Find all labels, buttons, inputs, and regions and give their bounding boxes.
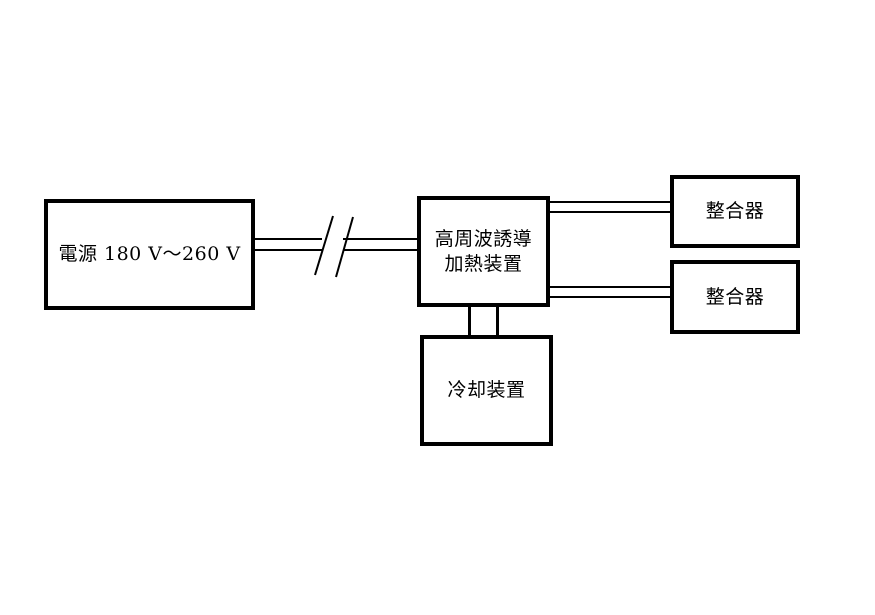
power-heater-line-top-right-segment — [343, 238, 417, 240]
matcher-top-box: 整合器 — [670, 175, 800, 248]
cooling-unit-label: 冷却装置 — [447, 379, 526, 401]
induction-heater-box: 高周波誘導 加熱装置 — [417, 196, 550, 307]
heater-cooler-line-right — [496, 307, 499, 335]
heater-matcher-bottom-line-upper — [550, 286, 670, 288]
induction-heater-label-line1: 高周波誘導 — [434, 227, 533, 250]
matcher-bottom-label: 整合器 — [705, 285, 765, 308]
induction-heater-label-line2: 加熱装置 — [444, 252, 523, 275]
power-heater-line-top-left-segment — [255, 238, 322, 240]
heater-matcher-bottom-line-lower — [550, 296, 670, 298]
power-heater-line-bottom-left-segment — [255, 249, 322, 251]
matcher-bottom-box: 整合器 — [670, 260, 800, 334]
power-supply-box: 電源 180 V～260 V — [44, 199, 255, 310]
power-supply-label: 電源 180 V～260 V — [58, 243, 241, 265]
matcher-top-label: 整合器 — [705, 200, 765, 222]
heater-matcher-top-line-upper — [550, 201, 670, 203]
power-heater-line-bottom-right-segment — [343, 249, 417, 251]
heater-cooler-line-left — [468, 307, 471, 335]
heater-matcher-top-line-lower — [550, 211, 670, 213]
cooling-unit-box: 冷却装置 — [420, 335, 553, 446]
